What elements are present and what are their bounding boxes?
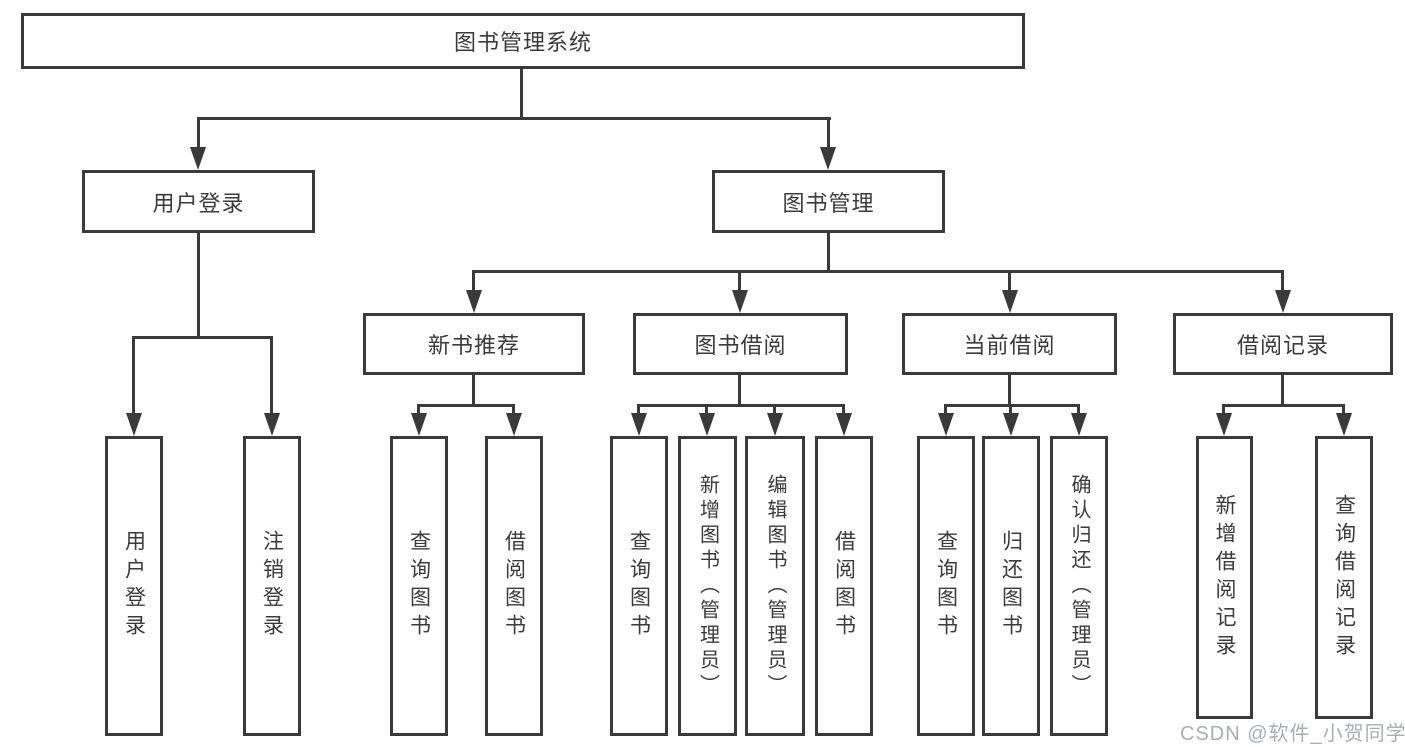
connector-records-stem: [1281, 375, 1284, 407]
arrow-down-icon: [699, 413, 715, 436]
connector-drop: [842, 404, 845, 416]
connector-newbooks-stem: [472, 375, 475, 407]
connector-mgmt-stem: [827, 233, 830, 273]
leaf-user-login: 用户登录: [105, 436, 163, 736]
arrow-down-icon: [126, 413, 142, 436]
node-current-borrow: 当前借阅: [902, 313, 1117, 375]
leaf-bb-add-books-label: 新增图书（管理员）: [696, 473, 719, 699]
connector-to-new-books: [472, 270, 475, 293]
watermark-text: CSDN @软件_小贺同学: [1180, 723, 1405, 745]
connector-to-book-mgmt: [827, 117, 830, 150]
connector-drop: [417, 404, 420, 416]
connector-drop: [773, 404, 776, 416]
connector-newbooks-splitter: [417, 404, 515, 407]
connector-drop: [637, 404, 640, 416]
connector-currentborrow-stem: [1008, 375, 1011, 407]
arrow-down-icon: [820, 147, 836, 170]
arrow-down-icon: [1071, 413, 1087, 436]
leaf-nb-borrow-books-label: 借阅图书: [502, 530, 526, 642]
leaf-user-login-label: 用户登录: [122, 530, 146, 642]
arrow-down-icon: [767, 413, 783, 436]
node-current-borrow-label: 当前借阅: [963, 333, 1056, 358]
arrow-down-icon: [190, 147, 206, 170]
connector-drop: [1009, 404, 1012, 416]
node-user-login-label: 用户登录: [152, 190, 245, 216]
connector-drop: [1077, 404, 1080, 416]
connector-to-leaf-login: [132, 336, 135, 416]
connector-root-stem: [520, 68, 523, 119]
arrow-down-icon: [1275, 290, 1291, 313]
connector-currentborrow-splitter: [944, 404, 1080, 407]
connector-drop: [1342, 404, 1345, 416]
connector-to-current-borrow: [1008, 270, 1011, 293]
leaf-cb-confirm-return: 确认归还（管理员）: [1050, 436, 1108, 736]
connector-bookborrow-splitter: [637, 404, 845, 407]
leaf-bb-query-books: 查询图书: [610, 436, 668, 736]
node-new-books: 新书推荐: [363, 313, 585, 375]
arrow-down-icon: [732, 290, 748, 313]
leaf-nb-query-books-label: 查询图书: [407, 530, 431, 642]
arrow-down-icon: [938, 413, 954, 436]
leaf-cb-confirm-return-label: 确认归还（管理员）: [1068, 473, 1090, 699]
leaf-cb-query-books: 查询图书: [917, 436, 975, 736]
leaf-cb-return-books: 归还图书: [982, 436, 1040, 736]
leaf-nb-query-books: 查询图书: [390, 436, 448, 736]
arrow-down-icon: [836, 413, 852, 436]
connector-drop: [512, 404, 515, 416]
connector-login-splitter: [132, 336, 273, 339]
node-user-login: 用户登录: [82, 170, 315, 233]
arrow-down-icon: [1336, 413, 1352, 436]
connector-records-splitter: [1222, 404, 1345, 407]
leaf-bb-edit-books: 编辑图书（管理员）: [745, 436, 805, 736]
connector-mgmt-splitter: [472, 270, 1284, 273]
leaf-br-query-record: 查询借阅记录: [1315, 436, 1373, 719]
leaf-bb-edit-books-label: 编辑图书（管理员）: [764, 473, 786, 699]
leaf-bb-borrow-books: 借阅图书: [815, 436, 873, 736]
connector-root-splitter: [197, 117, 831, 120]
leaf-cb-query-books-label: 查询图书: [934, 530, 958, 642]
leaf-logout: 注销登录: [243, 436, 301, 736]
arrow-down-icon: [411, 413, 427, 436]
arrow-down-icon: [1002, 290, 1018, 313]
connector-drop: [944, 404, 947, 416]
node-new-books-label: 新书推荐: [427, 333, 520, 358]
connector-to-leaf-logout: [270, 336, 273, 416]
arrow-down-icon: [1216, 413, 1232, 436]
node-root-label: 图书管理系统: [453, 30, 592, 55]
connector-bookborrow-stem: [738, 375, 741, 407]
node-borrow-records: 借阅记录: [1173, 313, 1393, 375]
connector-to-borrow-records: [1281, 270, 1284, 293]
node-root: 图书管理系统: [21, 13, 1025, 69]
node-borrow-records-label: 借阅记录: [1236, 333, 1329, 358]
leaf-br-add-record-label: 新增借阅记录: [1213, 493, 1236, 662]
arrow-down-icon: [631, 413, 647, 436]
leaf-bb-add-books: 新增图书（管理员）: [678, 436, 737, 736]
connector-login-stem: [197, 233, 200, 339]
node-book-borrow: 图书借阅: [633, 313, 848, 375]
leaf-bb-query-books-label: 查询图书: [627, 530, 651, 642]
leaf-bb-borrow-books-label: 借阅图书: [832, 530, 856, 642]
connector-drop: [1222, 404, 1225, 416]
arrow-down-icon: [1003, 413, 1019, 436]
leaf-nb-borrow-books: 借阅图书: [485, 436, 543, 736]
leaf-br-add-record: 新增借阅记录: [1196, 436, 1253, 719]
leaf-br-query-record-label: 查询借阅记录: [1332, 493, 1356, 662]
arrow-down-icon: [466, 290, 482, 313]
connector-drop: [705, 404, 708, 416]
leaf-logout-label: 注销登录: [260, 530, 284, 642]
node-book-mgmt: 图书管理: [712, 170, 945, 233]
connector-to-user-login: [197, 117, 200, 150]
connector-to-book-borrow: [738, 270, 741, 293]
arrow-down-icon: [506, 413, 522, 436]
node-book-mgmt-label: 图书管理: [782, 190, 875, 216]
arrow-down-icon: [264, 413, 280, 436]
leaf-cb-return-books-label: 归还图书: [999, 530, 1023, 642]
node-book-borrow-label: 图书借阅: [694, 333, 787, 358]
